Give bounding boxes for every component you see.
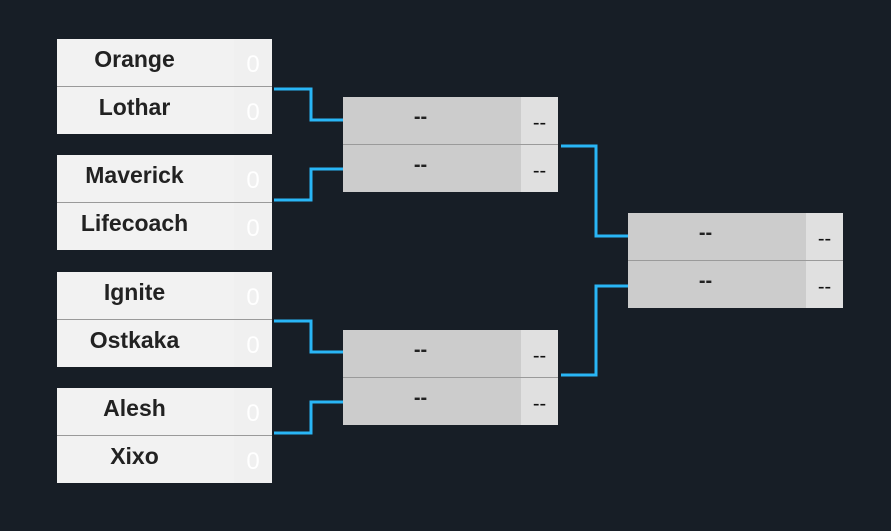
player-name: Lothar [98, 94, 171, 120]
match-slot-bottom[interactable]: Xixo 0 [57, 436, 272, 483]
player-name: Maverick [85, 162, 184, 188]
player-name: -- [413, 339, 428, 361]
match-slot-bottom[interactable]: -- -- [628, 261, 843, 308]
match-slot-bottom[interactable]: Lifecoach 0 [57, 203, 272, 250]
player-name: Alesh [103, 395, 166, 421]
player-score: 0 [234, 155, 272, 202]
match-round1-3[interactable]: Ignite 0 Ostkaka 0 [57, 272, 272, 367]
slot-divider [57, 319, 272, 320]
connector-r1m1-r2m1 [274, 87, 343, 122]
connector-r1m2-r2m1 [274, 167, 343, 202]
player-score: -- [521, 145, 558, 192]
player-score: 0 [234, 272, 272, 319]
player-score: 0 [234, 39, 272, 86]
player-name: -- [413, 387, 428, 409]
match-slot-top[interactable]: -- -- [628, 213, 843, 260]
match-final[interactable]: -- -- -- -- [628, 213, 843, 308]
player-score: -- [521, 378, 558, 425]
player-name: Ignite [103, 279, 166, 305]
match-slot-top[interactable]: Ignite 0 [57, 272, 272, 319]
match-slot-bottom[interactable]: Lothar 0 [57, 87, 272, 134]
match-slot-top[interactable]: Alesh 0 [57, 388, 272, 435]
slot-divider [57, 202, 272, 203]
match-slot-top[interactable]: -- -- [343, 330, 558, 377]
match-slot-bottom[interactable]: -- -- [343, 145, 558, 192]
slot-divider [343, 144, 558, 145]
player-score: -- [521, 330, 558, 377]
slot-divider [57, 435, 272, 436]
player-name: -- [413, 106, 428, 128]
player-score: 0 [234, 320, 272, 367]
match-round2-2[interactable]: -- -- -- -- [343, 330, 558, 425]
match-slot-top[interactable]: -- -- [343, 97, 558, 144]
match-slot-top[interactable]: Maverick 0 [57, 155, 272, 202]
match-slot-bottom[interactable]: Ostkaka 0 [57, 320, 272, 367]
player-name: Orange [94, 46, 175, 72]
connector-r1m3-r2m2 [274, 319, 343, 354]
slot-divider [343, 377, 558, 378]
match-slot-top[interactable]: Orange 0 [57, 39, 272, 86]
player-name: Lifecoach [80, 210, 189, 236]
match-round1-1[interactable]: Orange 0 Lothar 0 [57, 39, 272, 134]
player-score: 0 [234, 388, 272, 435]
player-score: 0 [234, 87, 272, 134]
connector-r2m1-final [561, 144, 628, 238]
player-score: -- [521, 97, 558, 144]
player-name: Ostkaka [89, 327, 180, 353]
match-slot-bottom[interactable]: -- -- [343, 378, 558, 425]
player-name: -- [698, 222, 713, 244]
connector-r2m2-final [561, 284, 628, 377]
connector-r1m4-r2m2 [274, 400, 343, 435]
slot-divider [628, 260, 843, 261]
player-score: 0 [234, 203, 272, 250]
player-score: 0 [234, 436, 272, 483]
player-name: -- [698, 270, 713, 292]
match-round1-2[interactable]: Maverick 0 Lifecoach 0 [57, 155, 272, 250]
match-round1-4[interactable]: Alesh 0 Xixo 0 [57, 388, 272, 483]
player-score: -- [806, 213, 843, 260]
player-score: -- [806, 261, 843, 308]
match-round2-1[interactable]: -- -- -- -- [343, 97, 558, 192]
player-name: Xixo [110, 443, 159, 469]
slot-divider [57, 86, 272, 87]
player-name: -- [413, 154, 428, 176]
